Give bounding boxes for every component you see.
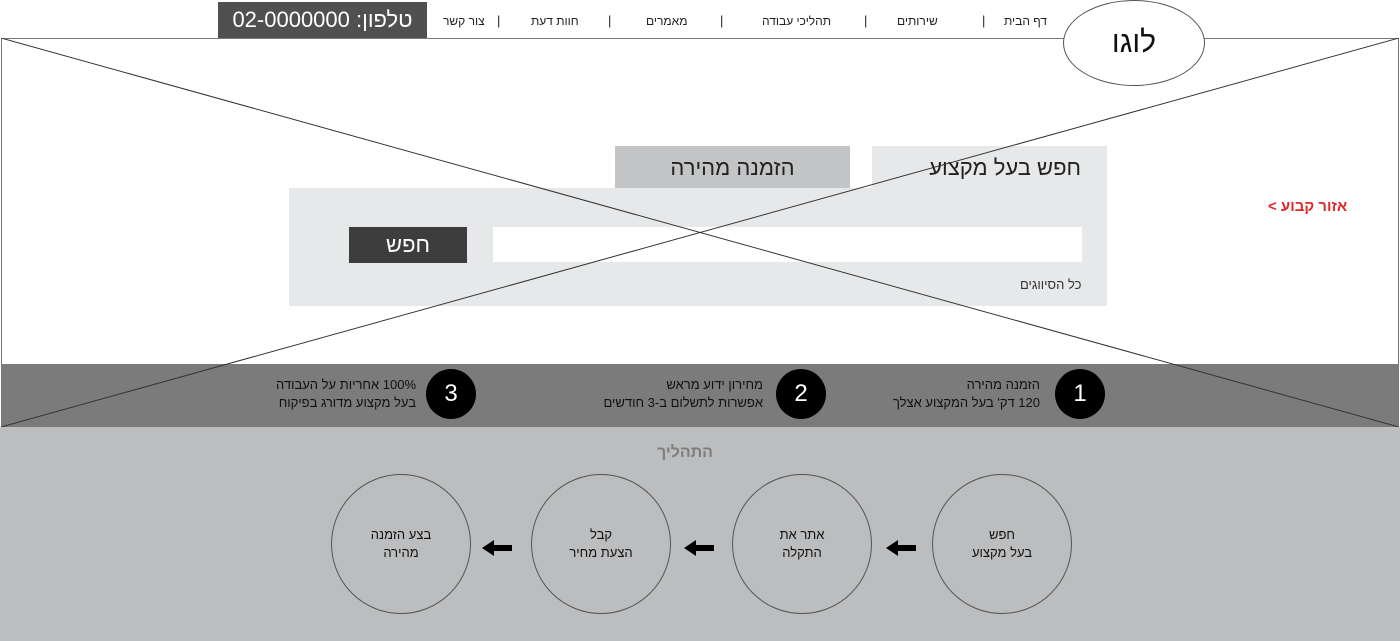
feature-text: הזמנה מהירה 120 דק' בעל המקצוע אצלך (893, 376, 1040, 412)
process-step-order: בצע הזמנה מהירה (331, 474, 471, 614)
nav-separator: | (864, 13, 868, 28)
feature-text: מחירון ידוע מראש אפשרות לתשלום ב-3 חודשי… (603, 376, 763, 412)
fixed-area-link[interactable]: אזור קבוע > (1268, 198, 1348, 215)
feature-number-badge: 3 (426, 369, 476, 419)
nav-separator: | (497, 13, 501, 28)
process-step-quote: קבל הצעת מחיר (531, 474, 671, 614)
nav-contact[interactable]: צור קשר (443, 14, 485, 28)
step-label: בצע הזמנה מהירה (370, 527, 432, 560)
nav-services[interactable]: שירותים (897, 14, 938, 28)
logo[interactable]: לוגו (1063, 0, 1205, 86)
arrow-left-icon (886, 540, 916, 556)
feature-number-badge: 1 (1055, 369, 1105, 419)
nav-separator: | (982, 13, 986, 28)
nav-reviews[interactable]: חוות דעת (531, 14, 579, 28)
feature-title: מחירון ידוע מראש (666, 377, 763, 392)
nav-home[interactable]: דף הבית (1004, 14, 1048, 28)
feature-title: 100% אחריות על העבודה (276, 377, 416, 392)
all-categories-link[interactable]: כל הסיווגים (1020, 277, 1082, 292)
tab-quick-order[interactable]: הזמנה מהירה (615, 146, 850, 189)
process-step-locate: אתר את התקלה (732, 474, 872, 614)
nav-work-process[interactable]: תהליכי עבודה (762, 14, 832, 28)
process-title: התהליך (657, 444, 713, 461)
arrow-left-icon (482, 540, 512, 556)
feature-title: הזמנה מהירה (966, 377, 1040, 392)
step-label: חפש בעל מקצוע (971, 527, 1033, 560)
process-section (0, 427, 1400, 641)
feature-number-badge: 2 (776, 369, 826, 419)
nav-articles[interactable]: מאמרים (646, 14, 688, 28)
tab-search-professional[interactable]: חפש בעל מקצוע (872, 146, 1107, 189)
nav-separator: | (608, 13, 612, 28)
nav-separator: | (720, 13, 724, 28)
feature-subtitle: בעל מקצוע מדורג בפיקוח (278, 395, 416, 410)
feature-subtitle: 120 דק' בעל המקצוע אצלך (892, 395, 1040, 410)
feature-text: 100% אחריות על העבודה בעל מקצוע מדורג בפ… (276, 376, 416, 412)
arrow-left-icon (684, 540, 714, 556)
phone-number[interactable]: טלפון: 02-0000000 (218, 2, 427, 38)
process-step-search: חפש בעל מקצוע (932, 474, 1072, 614)
step-label: קבל הצעת מחיר (569, 527, 633, 560)
feature-subtitle: אפשרות לתשלום ב-3 חודשים (603, 395, 763, 410)
search-input[interactable] (493, 227, 1082, 262)
step-label: אתר את התקלה (779, 527, 825, 560)
search-button[interactable]: חפש (349, 227, 467, 263)
